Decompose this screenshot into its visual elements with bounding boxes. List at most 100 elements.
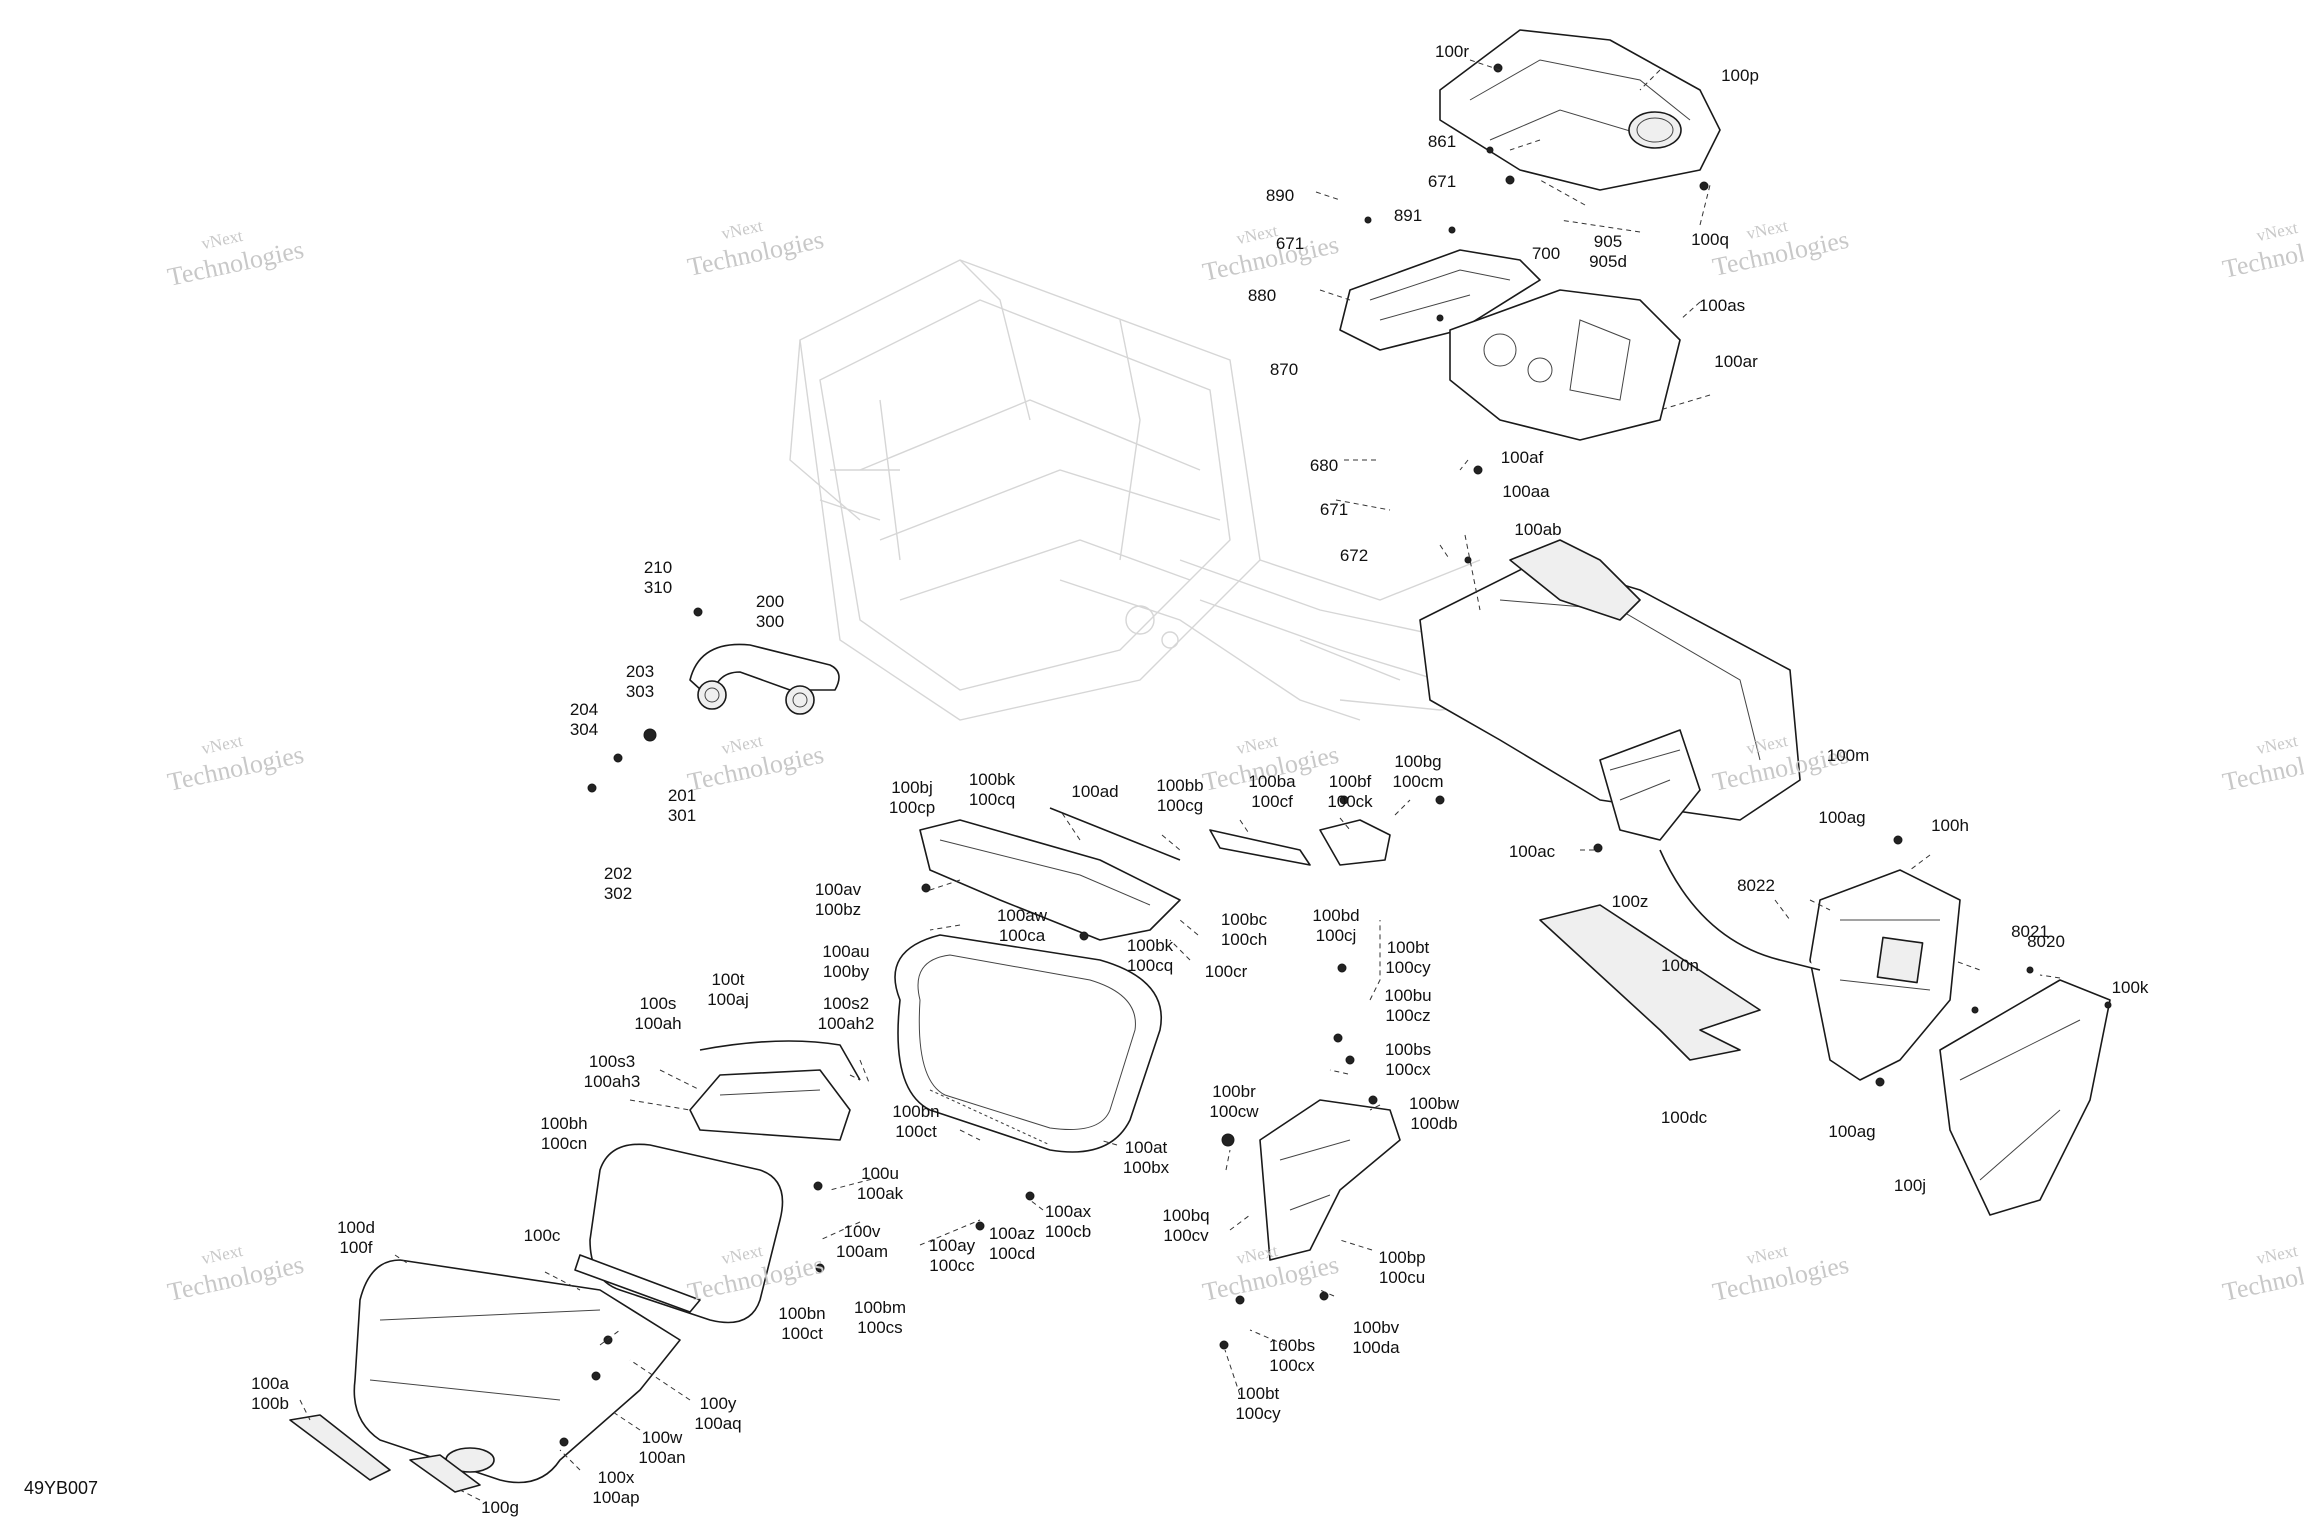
callout-line: 310 [643,578,673,597]
callout-870: 870 [1270,360,1298,380]
callout-line: 100ap [592,1488,640,1507]
callout-line: 100ab [1514,520,1562,539]
callout-100af: 100af [1501,448,1544,468]
callout-861: 861 [1428,132,1456,152]
callout-line: 100cv [1163,1226,1209,1245]
callout-line: 100bv [1352,1318,1400,1337]
callout-line: 100ct [895,1122,937,1141]
callout-line: 304 [569,720,599,739]
callout-890: 890 [1266,186,1294,206]
callout-line: 100v [843,1222,881,1241]
callout-line: 100ak [856,1184,904,1203]
callout-line: 100bk [968,770,1016,789]
mat-100dc [1539,904,1761,1061]
callout-line: 100db [1410,1114,1458,1133]
callout-8020: 8020 [2027,932,2065,952]
callout-100dc: 100dc [1661,1108,1707,1128]
callout-line: 8022 [1737,876,1775,895]
callout-line: 100ch [1220,930,1268,949]
callout-line: 100at [1124,1138,1168,1157]
callout-line: 203 [625,662,655,681]
callout-line: 100am [836,1242,888,1261]
callout-line: 100bz [814,900,862,919]
callout-line: 100cy [1385,958,1431,977]
callout-line: 100ac [1508,842,1556,861]
storage-tub-100at [894,934,1162,1153]
callout-line: 100bm [854,1298,906,1317]
callout-line: 300 [755,612,785,631]
callout-672: 672 [1340,546,1368,566]
callout-line: 100w [641,1428,683,1447]
callout-line: 100bn [778,1304,826,1323]
pad-100a [289,1414,391,1481]
hardware-fasteners [559,63,2112,1447]
callout-line: 100bd [1312,906,1360,925]
callout-line: 880 [1247,286,1277,305]
callout-line: 100z [1611,892,1649,911]
callout-line: 100ax [1044,1202,1092,1221]
callout-line: 890 [1265,186,1295,205]
callout-100g: 100g [481,1498,519,1518]
callout-100ag1: 100ag [1818,808,1865,828]
callout-line: 100g [481,1498,519,1517]
callout-line: 100j [1893,1176,1927,1195]
callout-line: 100an [638,1448,686,1467]
callout-line: 100aa [1502,482,1550,501]
callout-line: 100d [337,1218,375,1237]
callout-line: 100bn [892,1102,940,1121]
diagram-id: 49YB007 [24,1478,99,1498]
callout-line: 100bh [540,1114,588,1133]
trunk-lid-100d [353,1259,681,1484]
callout-line: 100bt [1236,1384,1280,1403]
callout-line: 100h [1931,816,1969,835]
callout-line: 100aj [707,990,749,1009]
callout-100z: 100z [1612,892,1649,912]
callout-line: 100ah3 [583,1072,641,1091]
callout-line: 100cd [988,1244,1036,1263]
callout-line: 100az [988,1224,1036,1243]
rear-fender-body [1419,539,1801,821]
callout-line: 100bg [1394,752,1442,771]
callout-line: 100q [1691,230,1729,249]
callout-line: 100bf [1328,772,1372,791]
callout-line: 905 [1593,232,1623,251]
callout-line: 100cr [1204,962,1248,981]
callout-line: 100aw [996,906,1048,925]
callout-100ab: 100ab [1514,520,1561,540]
callout-880: 880 [1248,286,1276,306]
callout-line: 100ag [1818,808,1866,827]
callout-671a: 671 [1428,172,1456,192]
callout-line: 100cs [857,1318,903,1337]
callout-line: 100bu [1384,986,1432,1005]
callout-line: 100t [711,970,745,989]
callout-line: 100bx [1122,1158,1170,1177]
support-100z [1599,729,1701,841]
callout-line: 100as [1698,296,1746,315]
